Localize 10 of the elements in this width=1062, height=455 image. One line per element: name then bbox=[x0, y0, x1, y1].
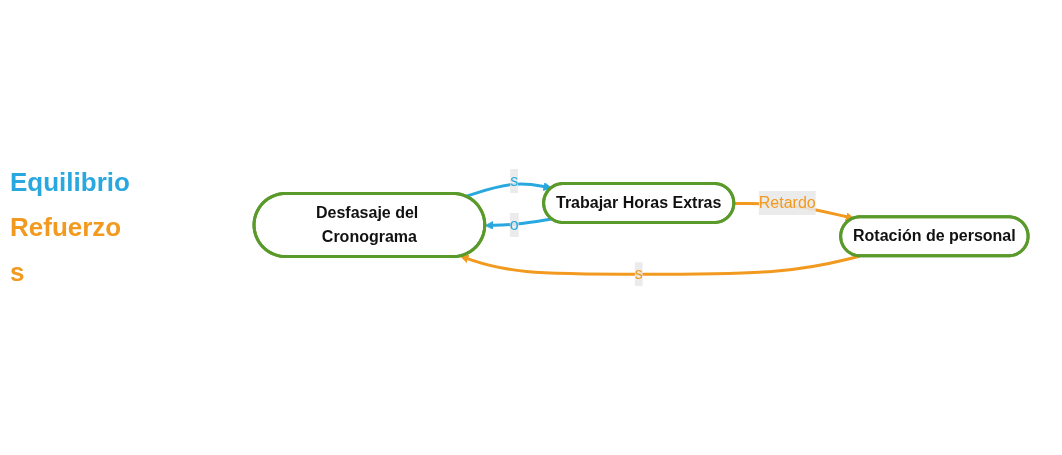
edge-label: Retardo bbox=[758, 193, 816, 211]
arrow bbox=[459, 254, 860, 276]
edge-label: o bbox=[509, 215, 519, 233]
edge-label: s bbox=[510, 171, 519, 189]
loop-label: Refuerzo bbox=[10, 212, 123, 243]
arrow bbox=[484, 217, 552, 230]
arrow bbox=[465, 182, 553, 198]
loop-label: Equilibrio bbox=[10, 167, 131, 198]
edge-label: s bbox=[634, 265, 643, 283]
polarity-label: s bbox=[10, 257, 26, 288]
